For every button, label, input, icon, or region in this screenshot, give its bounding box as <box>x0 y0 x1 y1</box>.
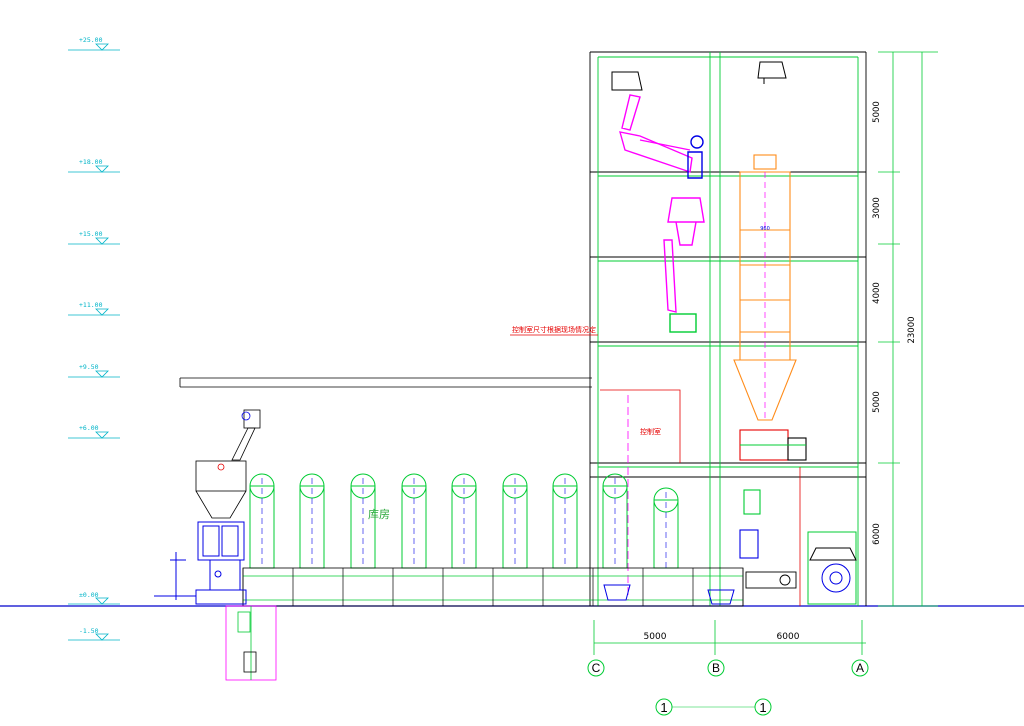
level-label-6: +6.00 <box>79 424 99 432</box>
axis-b-label: B <box>712 661 720 675</box>
screw-feeder <box>745 571 797 589</box>
dim-23000-total: 23000 <box>907 316 917 343</box>
pit <box>225 605 277 681</box>
level-markers <box>68 43 120 641</box>
dim-5000-top: 5000 <box>872 101 882 123</box>
mixer <box>739 429 807 559</box>
silo <box>602 473 628 569</box>
horizontal-dimension-chain <box>593 620 866 655</box>
silo <box>502 473 528 569</box>
silo <box>653 487 679 569</box>
dim-5000-bottom: 5000 <box>644 632 667 642</box>
silo <box>401 473 427 569</box>
conveyor-sections <box>242 568 744 606</box>
dust-hoods <box>757 61 787 84</box>
packing-hopper <box>195 460 247 519</box>
dim-4000: 4000 <box>872 282 882 304</box>
axis-c-label: C <box>592 661 601 675</box>
dim-3000: 3000 <box>872 197 882 219</box>
dim-6000-bottom: 6000 <box>777 632 800 642</box>
tank-size-label: 960 <box>760 226 770 232</box>
level-label-0: ±0.00 <box>79 591 99 599</box>
section-mark-right: 1 <box>759 700 766 715</box>
warehouse-roof <box>179 377 592 388</box>
level-label-15: +15.00 <box>79 230 103 238</box>
silo <box>451 473 477 569</box>
base-hoppers <box>603 584 735 605</box>
level-label-18: +18.00 <box>79 158 103 166</box>
bucket-elevator-system <box>611 71 705 333</box>
silo <box>552 473 578 569</box>
storage-tank <box>733 154 797 421</box>
silo <box>350 473 376 569</box>
storage-silos <box>249 473 679 569</box>
level-label-11: +11.00 <box>79 301 103 309</box>
packing-machine <box>154 521 247 605</box>
packing-elevator <box>231 409 261 461</box>
level-label-9-5: +9.50 <box>79 363 99 371</box>
vertical-dimension-chain <box>878 51 938 607</box>
tower-frame <box>589 51 867 606</box>
axis-bubbles <box>587 659 869 716</box>
control-room-size-note: 控制室尺寸根据现场情况定 <box>512 325 596 334</box>
silo <box>299 473 325 569</box>
silo <box>249 473 275 569</box>
dim-5000-mid: 5000 <box>872 391 882 413</box>
section-mark-left: 1 <box>660 700 667 715</box>
level-label-minus-1-5: -1.50 <box>79 627 99 635</box>
level-label-25: +25.00 <box>79 36 103 44</box>
axis-a-label: A <box>856 661 864 675</box>
control-room-label: 控制室 <box>640 427 661 436</box>
dim-6000-right: 6000 <box>872 523 882 545</box>
fan-unit <box>807 531 857 605</box>
warehouse-label: 库房 <box>368 508 390 521</box>
